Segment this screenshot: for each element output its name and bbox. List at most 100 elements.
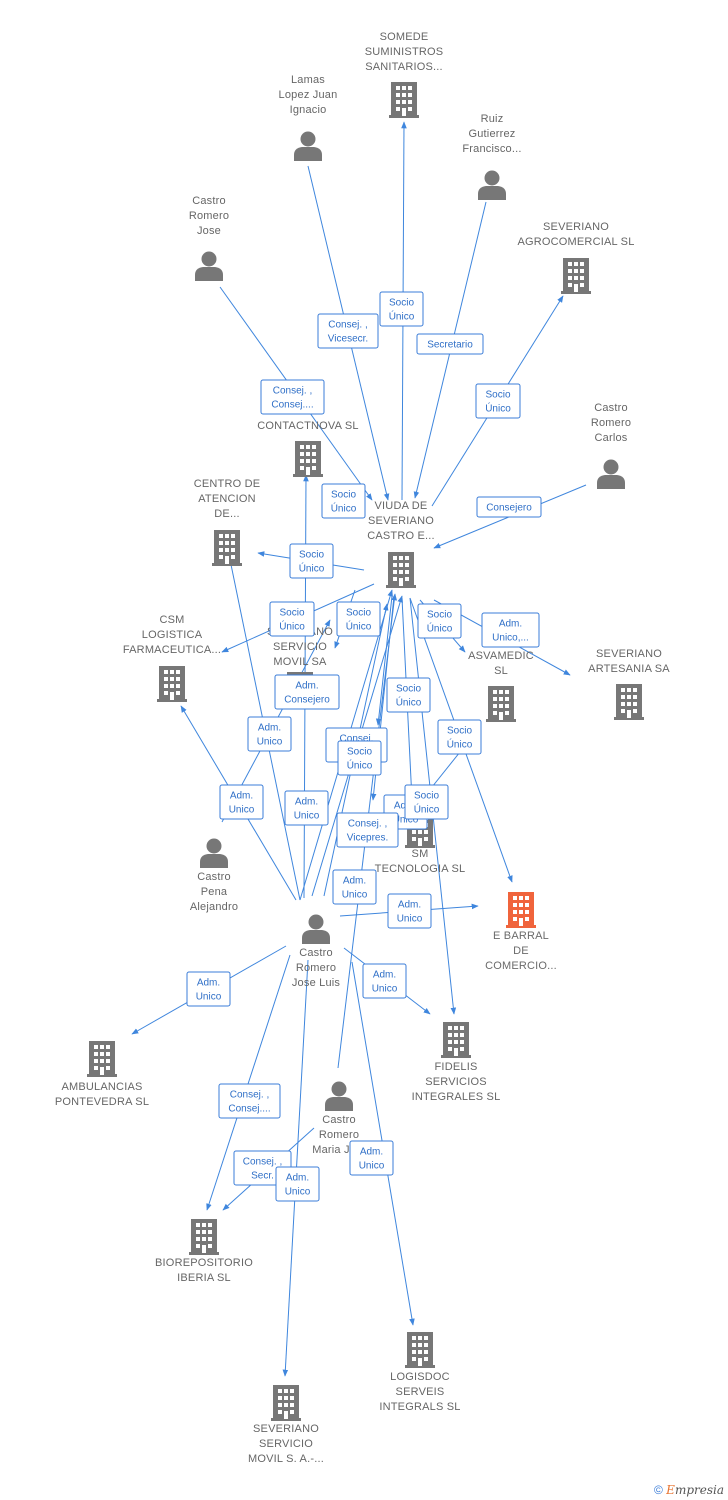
edge-label-text: Secretario [427, 340, 473, 351]
edge-label-line: Socio [427, 610, 452, 621]
edge-label-e25[interactable]: Adm.Unico [387, 893, 432, 929]
edge-label-line: Unico [285, 1187, 311, 1198]
node-label: CONTACTNOVA SL [257, 420, 358, 432]
node-label-line: Castro [322, 1114, 356, 1126]
edge-label-e26[interactable]: Adm. Unico [362, 963, 407, 999]
edge-label-e2[interactable]: Consej. ,Vicesecr. [317, 313, 379, 349]
edge-label-line: Socio [396, 684, 421, 695]
node-artesania[interactable]: SEVERIANO ARTESANIA SA [588, 648, 670, 720]
node-label-line: INTEGRALS SL [379, 1401, 460, 1413]
edge-label-e23[interactable]: Consej. , Vicepres. [336, 812, 399, 848]
edge-label-line: Socio [279, 608, 304, 619]
node-label-line: AGROCOMERCIAL SL [517, 236, 634, 248]
edge-label-line: Unico,... [492, 633, 529, 644]
edge-label-text: Adm.Unico [257, 723, 283, 748]
node-label-line: Ignacio [290, 104, 327, 116]
node-label-line: CONTACTNOVA SL [257, 420, 358, 432]
edge-label-line: Consej. , [243, 1157, 282, 1168]
edge-label-e13[interactable]: Adm.Consejero [274, 674, 340, 710]
edge-label-line: Único [485, 402, 511, 415]
node-label-line: SOMEDE [380, 31, 429, 43]
node-label-line: Francisco... [462, 143, 521, 155]
edge-label-e19[interactable]: Adm.Unico [219, 784, 264, 820]
node-label-line: LOGISTICA [142, 629, 203, 641]
edge-label-e14[interactable]: Adm.Unico [247, 716, 292, 752]
edge-label-line: Vicepres. [347, 833, 389, 844]
edge-label-text: Adm.Consejero [284, 681, 330, 706]
edge-label-text: Consejero [486, 503, 532, 514]
edge-label-e5[interactable]: Consej. ,Consej.... [260, 379, 325, 415]
edge-label-e3[interactable]: Secretario [416, 333, 484, 355]
edge-label-e12[interactable]: Adm.Unico,... [481, 612, 540, 648]
node-label-line: INTEGRALES SL [412, 1091, 501, 1103]
edge-label-e31[interactable]: Adm.Unico [349, 1140, 394, 1176]
copyright-icon: © [653, 1483, 663, 1497]
node-label-line: SEVERIANO [596, 648, 662, 660]
edge-label-e28[interactable]: Consej. ,Consej.... [218, 1083, 281, 1119]
person-icon [302, 914, 330, 944]
edge-label-line: Adm. [373, 970, 396, 981]
edge-label-line: Unico [257, 737, 283, 748]
building-icon [561, 258, 591, 294]
building-icon [271, 1385, 301, 1421]
node-label-line: MOVIL SA [273, 656, 327, 668]
edge-label-line: Secr. [251, 1171, 274, 1182]
edge-label-line: Adm. [398, 900, 421, 911]
node-label-line: SEVERIANO [253, 1423, 319, 1435]
node-contactnova[interactable]: CONTACTNOVA SL [257, 420, 359, 477]
edge-label-e27[interactable]: Adm.Unico [186, 971, 231, 1007]
edge-label-line: Socio [299, 550, 324, 561]
edge-label-e7[interactable]: Consejero [476, 496, 542, 518]
edge-label-line: Unico [372, 984, 398, 995]
edge-label-text: Adm.Unico,... [492, 619, 529, 644]
node-label-line: Castro [299, 947, 333, 959]
node-label-line: AMBULANCIAS [61, 1081, 142, 1093]
edge-label-e20[interactable]: Adm.Unico [284, 790, 329, 826]
node-label-line: Jose Luis [292, 977, 341, 989]
edge-label-e24[interactable]: Adm.Unico [332, 869, 377, 905]
edge-label-e30[interactable]: Adm.Unico [275, 1166, 320, 1202]
edge-label-line: Consej. , [348, 819, 387, 830]
node-label-line: SANITARIOS... [365, 61, 443, 73]
edge-label-text: Adm.Unico [294, 797, 320, 822]
footer-brand[interactable]: © Empresia [654, 1483, 724, 1497]
edge-label-text: Consej. ,Vicesecr. [328, 320, 368, 345]
node-label-line: ARTESANIA SA [588, 663, 670, 675]
